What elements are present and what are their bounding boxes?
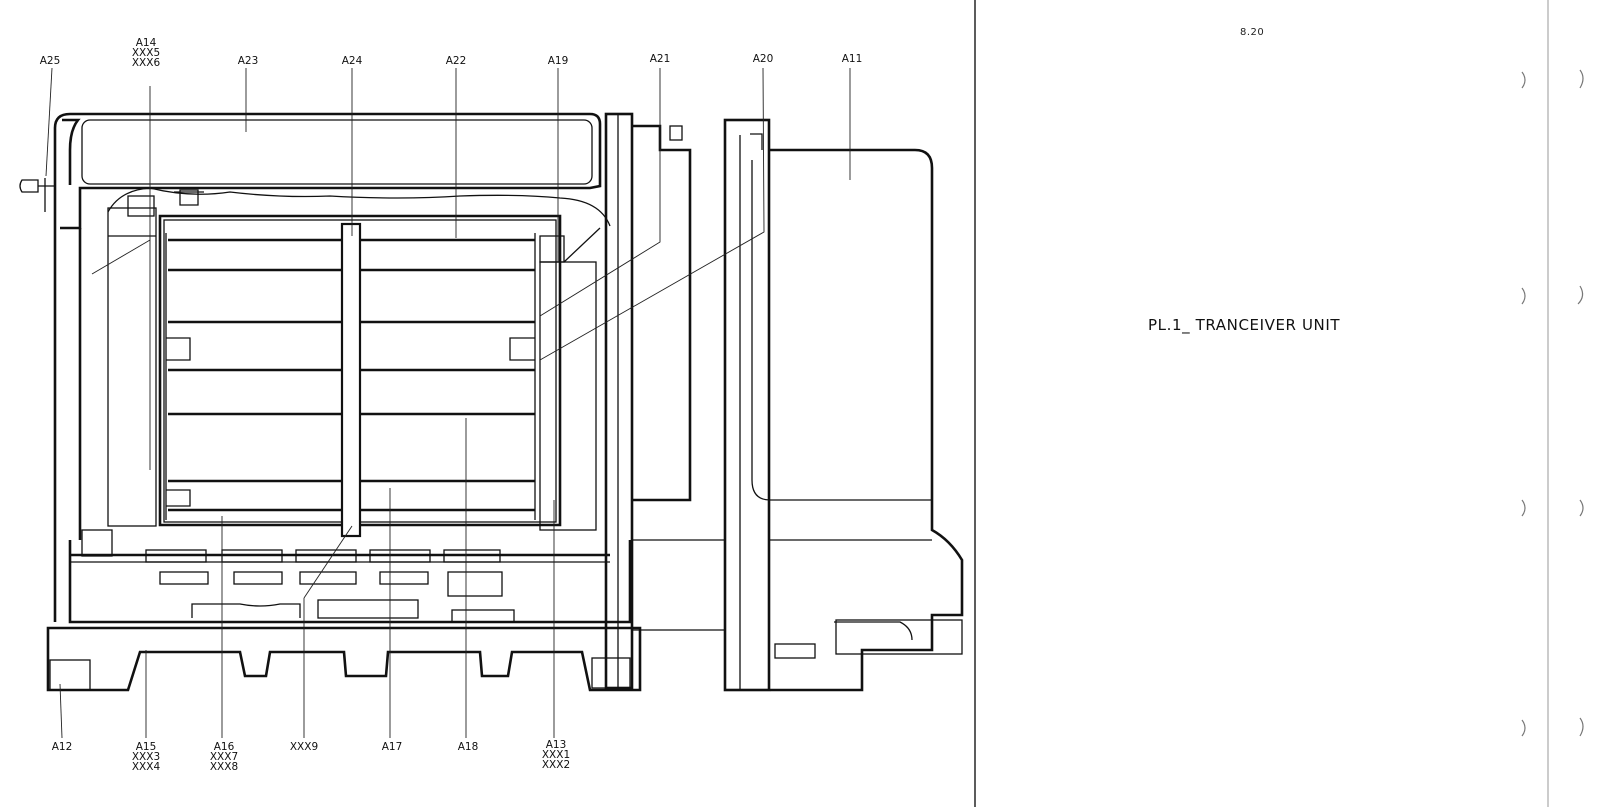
plate-title: PL.1_ TRANCEIVER UNIT bbox=[1148, 316, 1341, 334]
callout-xxx9: XXX9 bbox=[290, 741, 318, 753]
callouts-bottom: A12 A15 XXX3 XXX4 A16 XXX7 XXX8 XXX9 A17… bbox=[52, 739, 570, 773]
callout-a19: A19 bbox=[548, 55, 569, 67]
callout-a24: A24 bbox=[342, 55, 363, 67]
callout-a22: A22 bbox=[446, 55, 467, 67]
callout-a12: A12 bbox=[52, 741, 73, 753]
callout-a15: A15 bbox=[136, 741, 157, 753]
callout-a15-xxx3: XXX3 bbox=[132, 751, 160, 763]
callout-a16: A16 bbox=[214, 741, 235, 753]
callout-a21: A21 bbox=[650, 53, 671, 65]
callout-a13: A13 bbox=[546, 739, 567, 751]
page-number: 8.20 bbox=[1240, 27, 1265, 38]
callout-a13-xxx1: XXX1 bbox=[542, 749, 570, 761]
callout-a14-xxx6: XXX6 bbox=[132, 57, 161, 69]
callout-a15-xxx4: XXX4 bbox=[132, 761, 161, 773]
callout-a18: A18 bbox=[458, 741, 479, 753]
callout-a14-xxx5: XXX5 bbox=[132, 47, 160, 59]
callout-a17: A17 bbox=[382, 741, 403, 753]
callout-a25: A25 bbox=[40, 55, 61, 67]
leader-lines bbox=[45, 67, 851, 739]
callout-a20: A20 bbox=[753, 53, 774, 65]
callout-a16-xxx7: XXX7 bbox=[210, 751, 238, 763]
callouts-top: A25 A14 XXX5 XXX6 A23 A24 A22 A19 A21 A2… bbox=[40, 37, 863, 69]
callout-a14: A14 bbox=[136, 37, 157, 49]
callout-a23: A23 bbox=[238, 55, 259, 67]
callout-a13-xxx2: XXX2 bbox=[542, 759, 570, 771]
chassis bbox=[19, 112, 964, 692]
binder-marks bbox=[1521, 69, 1584, 737]
callout-a16-xxx8: XXX8 bbox=[210, 761, 238, 773]
callout-a11: A11 bbox=[842, 53, 863, 65]
